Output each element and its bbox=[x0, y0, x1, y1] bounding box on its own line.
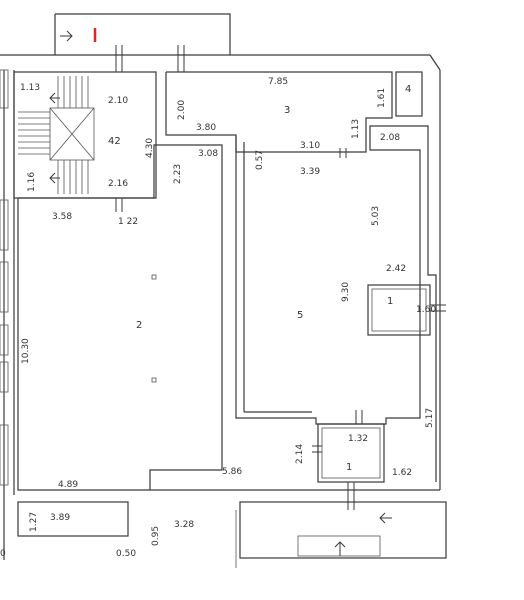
room-labels: 42 2 3 4 5 1 1 bbox=[108, 84, 411, 473]
dimension-label: 1.27 bbox=[29, 512, 39, 532]
vestibule-outline bbox=[239, 501, 447, 559]
dimension-label: 1.32 bbox=[348, 434, 368, 444]
dimension-label: 2.08 bbox=[380, 133, 400, 143]
arrow-left-icon bbox=[379, 512, 392, 524]
room-4-outline bbox=[395, 71, 423, 117]
entry-arrow-icon bbox=[60, 30, 73, 42]
room-label: 1 bbox=[346, 462, 352, 473]
dimension-label: 4.89 bbox=[58, 480, 78, 490]
direction-arrows bbox=[49, 30, 392, 556]
dimension-label: 4.30 bbox=[145, 138, 155, 158]
room-label: 2 bbox=[136, 320, 142, 331]
room-1-top-outline bbox=[367, 284, 431, 336]
dimension-labels: 1.13 2.10 4.30 2.16 1.16 3.58 1 22 2.00 … bbox=[0, 77, 436, 559]
walls bbox=[0, 13, 447, 568]
room-1-bottom-outline bbox=[317, 423, 385, 483]
dimension-label: 2.16 bbox=[108, 179, 128, 189]
dimension-label: 1.16 bbox=[27, 172, 37, 192]
dimension-label: 0 bbox=[0, 549, 6, 559]
column-marker bbox=[151, 377, 157, 383]
dimension-label: 10.30 bbox=[21, 338, 31, 364]
room-label: 5 bbox=[297, 310, 303, 321]
dimension-label: 1 22 bbox=[118, 217, 138, 227]
dimension-label: 1.61 bbox=[377, 88, 387, 108]
small-room-outline bbox=[17, 501, 129, 537]
dimension-label: 3.08 bbox=[198, 149, 218, 159]
dimension-label: 5.17 bbox=[425, 408, 435, 428]
stair-treads bbox=[18, 76, 89, 194]
room-label: 42 bbox=[108, 136, 121, 147]
dimension-label: 3.39 bbox=[300, 167, 320, 177]
dimension-label: 5.03 bbox=[371, 206, 381, 226]
stair-well bbox=[49, 107, 95, 161]
arrow-up-icon bbox=[334, 541, 346, 556]
doors bbox=[115, 45, 446, 510]
dimension-label: 1.62 bbox=[392, 468, 412, 478]
dimension-label: 3.28 bbox=[174, 520, 194, 530]
dimension-label: 3.80 bbox=[196, 123, 216, 133]
dimension-label: 7.85 bbox=[268, 77, 288, 87]
dimension-label: 1.13 bbox=[351, 119, 361, 139]
room-label: 4 bbox=[405, 84, 411, 95]
dimension-label: 2.23 bbox=[173, 164, 183, 184]
dimension-label: 1.60 bbox=[416, 305, 436, 315]
dimension-label: 0.57 bbox=[255, 150, 265, 170]
arrow-left-icon bbox=[49, 172, 60, 184]
room-2-outline bbox=[17, 144, 223, 491]
dimension-label: 3.89 bbox=[50, 513, 70, 523]
dimension-label: 3.58 bbox=[52, 212, 72, 222]
dimension-label: 9.30 bbox=[341, 282, 351, 302]
room-3-outline bbox=[165, 71, 393, 153]
arrow-left-icon bbox=[49, 92, 60, 104]
dimension-label: 0.95 bbox=[151, 526, 161, 546]
dimension-label: 3.10 bbox=[300, 141, 320, 151]
dimension-label: 0.50 bbox=[116, 549, 136, 559]
room-5-outline bbox=[235, 125, 437, 482]
room-label: 1 bbox=[387, 296, 393, 307]
entrance-corridor-outline bbox=[55, 13, 231, 55]
room-label: 3 bbox=[284, 105, 290, 116]
dimension-label: 2.10 bbox=[108, 96, 128, 106]
dimension-label: 1.13 bbox=[20, 83, 40, 93]
dimension-label: 2.42 bbox=[386, 264, 406, 274]
dimension-label: 5.86 bbox=[222, 467, 242, 477]
column-marker bbox=[151, 274, 157, 280]
dimension-label: 2.14 bbox=[295, 444, 305, 464]
dimension-label: 2.00 bbox=[177, 100, 187, 120]
